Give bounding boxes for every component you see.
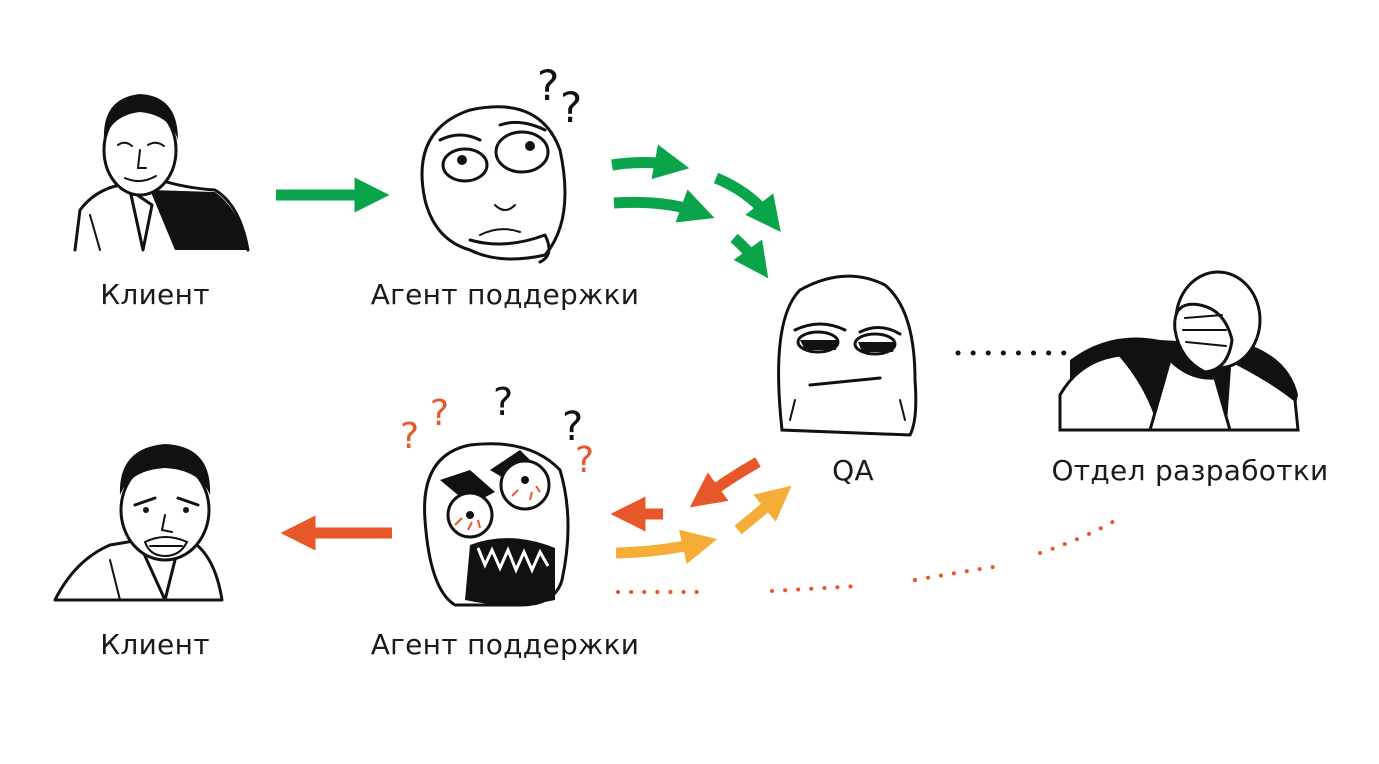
client-meme-icon (75, 94, 248, 250)
confused-agent-icon: ? ? (422, 61, 582, 262)
question-mark-icon: ? (560, 83, 582, 132)
question-mark-icon: ? (430, 393, 449, 434)
arrow-agent-to-qa-2 (614, 202, 698, 212)
question-mark-icon: ? (575, 440, 594, 481)
support-agent-label: Агент поддержки (371, 628, 640, 661)
question-mark-icon: ? (537, 61, 559, 110)
qa-label: QA (832, 454, 874, 487)
dotted-link-dev-to-agent (618, 519, 1118, 592)
facepalm-icon (1060, 272, 1298, 430)
client-label: Клиент (100, 278, 210, 311)
arrow-agent-to-qa-4 (734, 238, 758, 264)
question-mark-icon: ? (400, 416, 419, 457)
dev-department-label: Отдел разработки (1051, 454, 1328, 487)
skeptical-qa-icon (779, 276, 916, 435)
support-agent-label: Агент поддержки (371, 278, 640, 311)
arrow-qa-to-agent-1 (704, 462, 758, 497)
question-mark-icon: ? (493, 380, 513, 424)
rage-agent-icon: ? ? ? ? ? (400, 380, 594, 605)
arrow-agent-to-qa-3 (716, 178, 770, 218)
arrow-agent-to-qa-return-2 (738, 497, 778, 530)
arrow-agent-to-qa-1 (612, 163, 672, 166)
angry-client-icon (55, 444, 222, 600)
arrow-agent-to-qa-return-1 (616, 543, 700, 553)
client-label: Клиент (100, 628, 210, 661)
